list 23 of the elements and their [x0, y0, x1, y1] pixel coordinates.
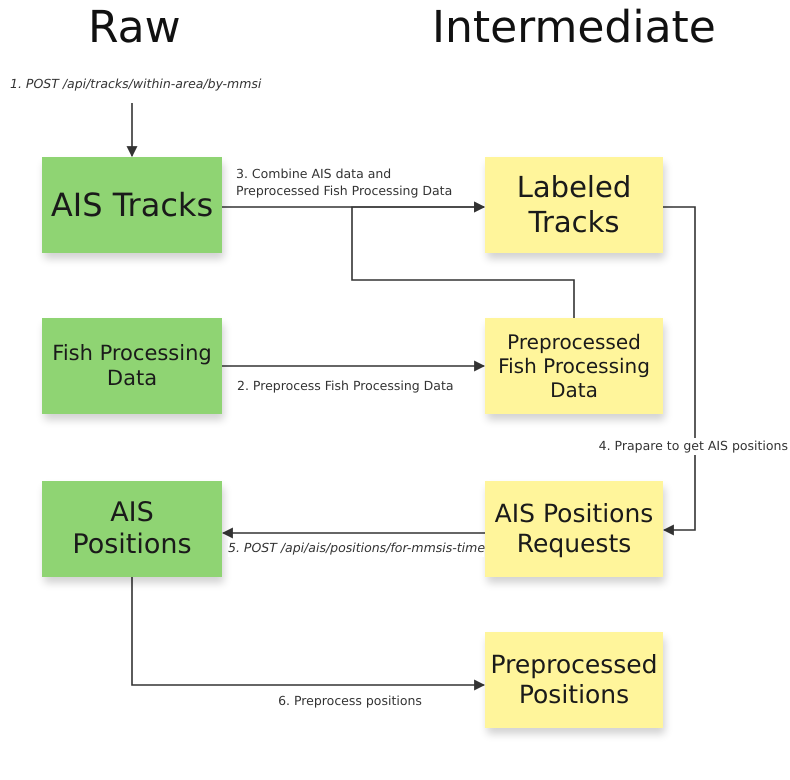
arrow — [126, 103, 138, 158]
column-heading: Raw — [88, 2, 181, 53]
note-text: Fish Processing Data — [51, 340, 213, 392]
sticky-note — [42, 157, 222, 253]
edge-label: 5. POST /api/ais/positions/for-mmsis-time — [228, 540, 484, 557]
sticky-note — [485, 157, 663, 253]
arrow — [662, 206, 696, 536]
column-heading: Intermediate — [432, 2, 716, 53]
note-text: AIS Positions Requests — [494, 499, 654, 559]
note-text: Preprocessed Fish Processing Data — [497, 330, 651, 402]
sticky-note — [485, 481, 663, 577]
note-text: AIS Positions — [71, 496, 193, 562]
arrow — [222, 528, 485, 538]
arrow — [222, 360, 486, 372]
note-text: AIS Tracks — [50, 186, 214, 224]
arrow — [131, 577, 486, 690]
sticky-note — [485, 318, 663, 414]
note-text: Preprocessed Positions — [490, 650, 658, 710]
sticky-note — [42, 318, 222, 414]
sticky-note — [485, 632, 663, 728]
arrow — [351, 202, 575, 318]
note-text: Labeled Tracks — [516, 170, 632, 240]
sticky-note — [42, 481, 222, 577]
